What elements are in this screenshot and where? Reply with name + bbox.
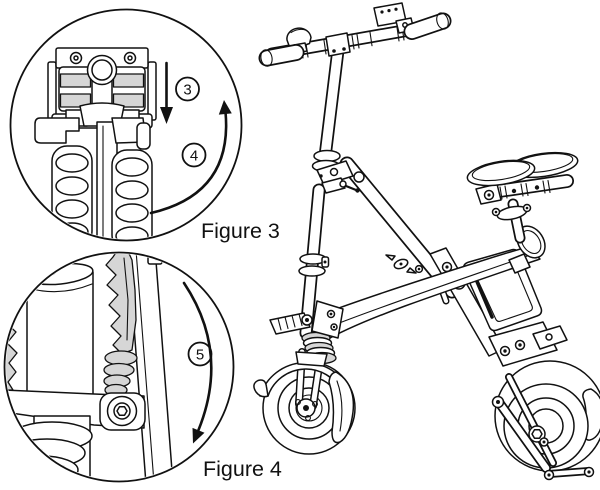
front-fender [253, 361, 355, 444]
arrow-curve-down-icon [182, 281, 213, 444]
left-grip [258, 44, 305, 67]
arrow-down-icon [160, 61, 173, 124]
step-4-badge: 4 [181, 142, 207, 168]
scooter-illustration [253, 2, 600, 481]
step-3-number: 3 [183, 81, 191, 98]
folding-frame-tube [339, 156, 460, 299]
figure3-caption: Figure 3 [201, 219, 280, 243]
handlebar [258, 2, 452, 67]
right-grip [403, 12, 452, 40]
step-5-badge: 5 [187, 341, 213, 367]
rear-swing-arm [491, 373, 557, 473]
figure3-callout-circle [9, 8, 243, 242]
saddle-assembly [466, 151, 579, 244]
front-hub [295, 398, 318, 421]
front-bracket [311, 300, 344, 339]
step-4-number: 4 [190, 147, 198, 164]
stem-clamp [325, 32, 351, 57]
figure4-detail-art [6, 254, 174, 480]
upper-folding-hinge [311, 149, 360, 194]
step-3-badge: 3 [175, 76, 200, 102]
figure4-callout: 5 [3, 251, 235, 483]
figure3-detail-art [34, 47, 157, 239]
step-5-number: 5 [196, 346, 204, 363]
figure3-callout: 3 4 [9, 8, 243, 242]
kickstand [543, 466, 595, 481]
saddle-pads [466, 151, 579, 187]
seat-clamp [491, 203, 532, 221]
folding-pedal [269, 312, 313, 335]
arrow-curve-up-icon [149, 100, 232, 215]
figure4-caption: Figure 4 [203, 457, 282, 481]
front-suspension-spring [295, 331, 337, 367]
figure4-callout-circle [3, 251, 235, 483]
main-frame-beam [316, 246, 541, 343]
column-collar [298, 253, 330, 277]
rear-folding-hinge [488, 321, 568, 367]
rear-hub [528, 425, 549, 447]
seat-tube-socket [508, 225, 546, 274]
